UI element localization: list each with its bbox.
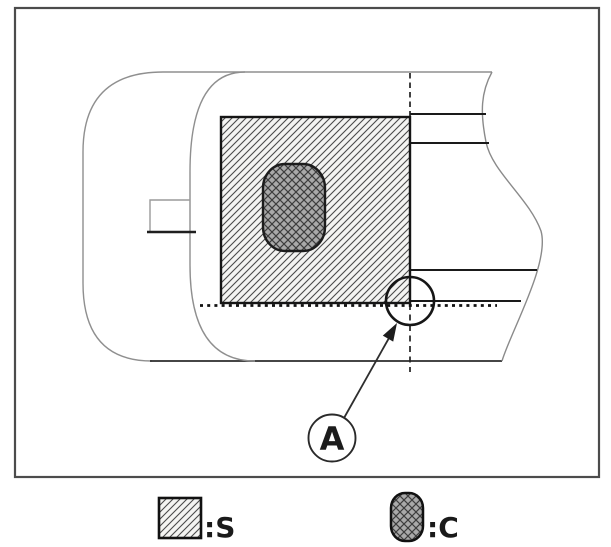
break-line xyxy=(481,71,543,362)
callout-a-label: A xyxy=(320,420,345,458)
region-c-crosshatched-pill xyxy=(261,162,327,253)
legend-label-s: :S xyxy=(204,511,235,544)
point-a-marker-circle xyxy=(384,275,436,327)
callout-a-circle xyxy=(307,413,357,463)
tab-outline xyxy=(149,199,190,231)
bore-outline xyxy=(189,71,256,362)
leader-line xyxy=(343,337,390,419)
housing-outline xyxy=(82,71,492,362)
legend-swatch-c-icon xyxy=(389,491,425,543)
legend: :S :C xyxy=(157,491,459,544)
legend-label-c: :C xyxy=(427,511,459,544)
legend-swatch-s-icon xyxy=(157,496,203,540)
leader-arrowhead-icon xyxy=(382,323,397,342)
